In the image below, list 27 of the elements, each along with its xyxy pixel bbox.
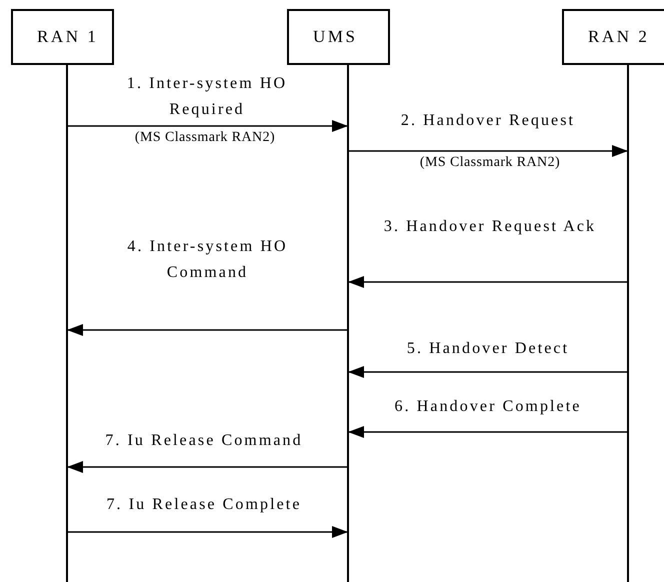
participant-box	[562, 9, 664, 65]
message-label: 7. Iu Release Complete	[105, 495, 303, 515]
participant-box	[11, 9, 114, 65]
message-arrow	[67, 324, 347, 336]
participant-label: UMS	[313, 26, 358, 48]
message-arrow	[348, 276, 627, 288]
participant-label: RAN 1	[37, 26, 98, 48]
message-label: 6. Handover Complete	[394, 397, 582, 417]
message-label: 7. Iu Release Command	[104, 431, 304, 451]
lifeline	[66, 65, 68, 582]
message-arrow	[68, 526, 348, 538]
message-label: 4. Inter-system HO Command	[126, 237, 289, 283]
message-arrow	[348, 366, 627, 378]
lifeline	[347, 65, 349, 582]
message-label: 1. Inter-system HO Required	[126, 74, 288, 120]
message-label: 3. Handover Request Ack	[382, 217, 598, 237]
participant-label: RAN 2	[588, 26, 650, 48]
message-arrow	[68, 120, 348, 132]
message-arrow	[348, 426, 627, 438]
message-label: 5. Handover Detect	[406, 339, 570, 359]
message-arrow	[349, 145, 628, 157]
lifeline	[627, 65, 629, 582]
message-arrow	[67, 461, 347, 473]
parameter-note: (MS Classmark RAN2)	[134, 129, 276, 147]
message-label: 2. Handover Request	[400, 111, 576, 131]
parameter-note: (MS Classmark RAN2)	[418, 154, 562, 172]
participant-box	[287, 9, 390, 65]
